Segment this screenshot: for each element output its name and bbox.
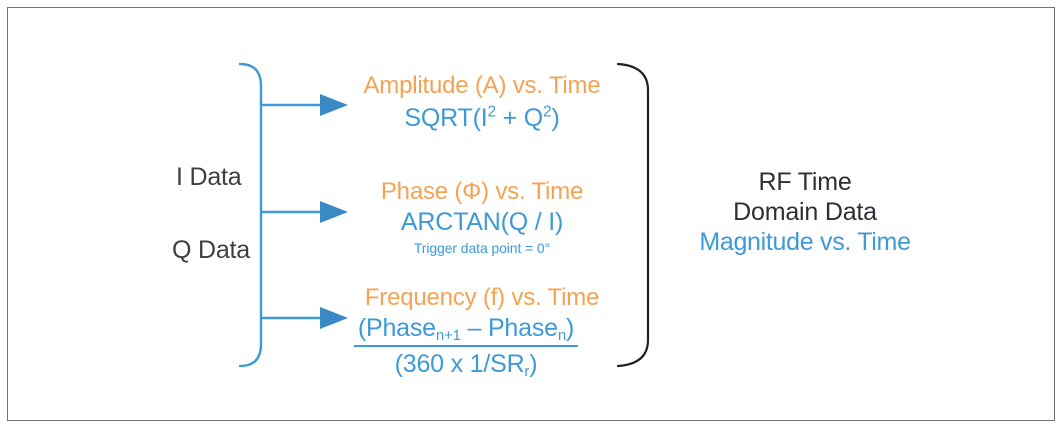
output-title-line-2: Domain Data (733, 198, 877, 226)
frequency-numerator: (Phasen+1 – Phasen) (353, 314, 579, 347)
numerator-subscript-n: n (557, 327, 566, 344)
formula-amplitude-suffix: ) (551, 104, 560, 132)
denominator-part-a: (360 x 1/SR (394, 350, 525, 378)
formula-amplitude-mid: + Q (495, 104, 544, 132)
figure-border (7, 7, 1055, 421)
formula-amplitude-sup-q: 2 (543, 103, 552, 121)
numerator-part-c: ) (565, 314, 575, 342)
formula-amplitude-prefix: SQRT(I (404, 104, 488, 132)
output-title-line-3: Magnitude vs. Time (699, 228, 911, 256)
branch-heading-frequency: Frequency (f) vs. Time (364, 284, 600, 311)
frequency-denominator: (360 x 1/SRr) (354, 347, 578, 379)
denominator-part-b: ) (529, 350, 538, 378)
input-label-q-data: Q Data (172, 236, 250, 264)
numerator-part-a: (Phase (357, 314, 436, 342)
branch-formula-amplitude: SQRT(I2 + Q2) (404, 104, 559, 133)
formula-amplitude-sup-i: 2 (487, 103, 496, 121)
input-label-i-data: I Data (176, 163, 242, 191)
branch-note-phase: Trigger data point = 0° (413, 240, 551, 256)
numerator-subscript-n-plus-1: n+1 (435, 327, 461, 344)
branch-formula-phase: ARCTAN(Q / I) (400, 208, 564, 236)
branch-heading-phase: Phase (Φ) vs. Time (380, 178, 584, 205)
denominator-subscript-r: r (524, 363, 530, 380)
numerator-part-b: – Phase (460, 314, 558, 342)
branch-formula-frequency: (Phasen+1 – Phasen) (360 x 1/SRr) (353, 314, 579, 379)
output-title-line-1: RF Time (758, 168, 852, 196)
branch-heading-amplitude: Amplitude (A) vs. Time (363, 72, 601, 99)
